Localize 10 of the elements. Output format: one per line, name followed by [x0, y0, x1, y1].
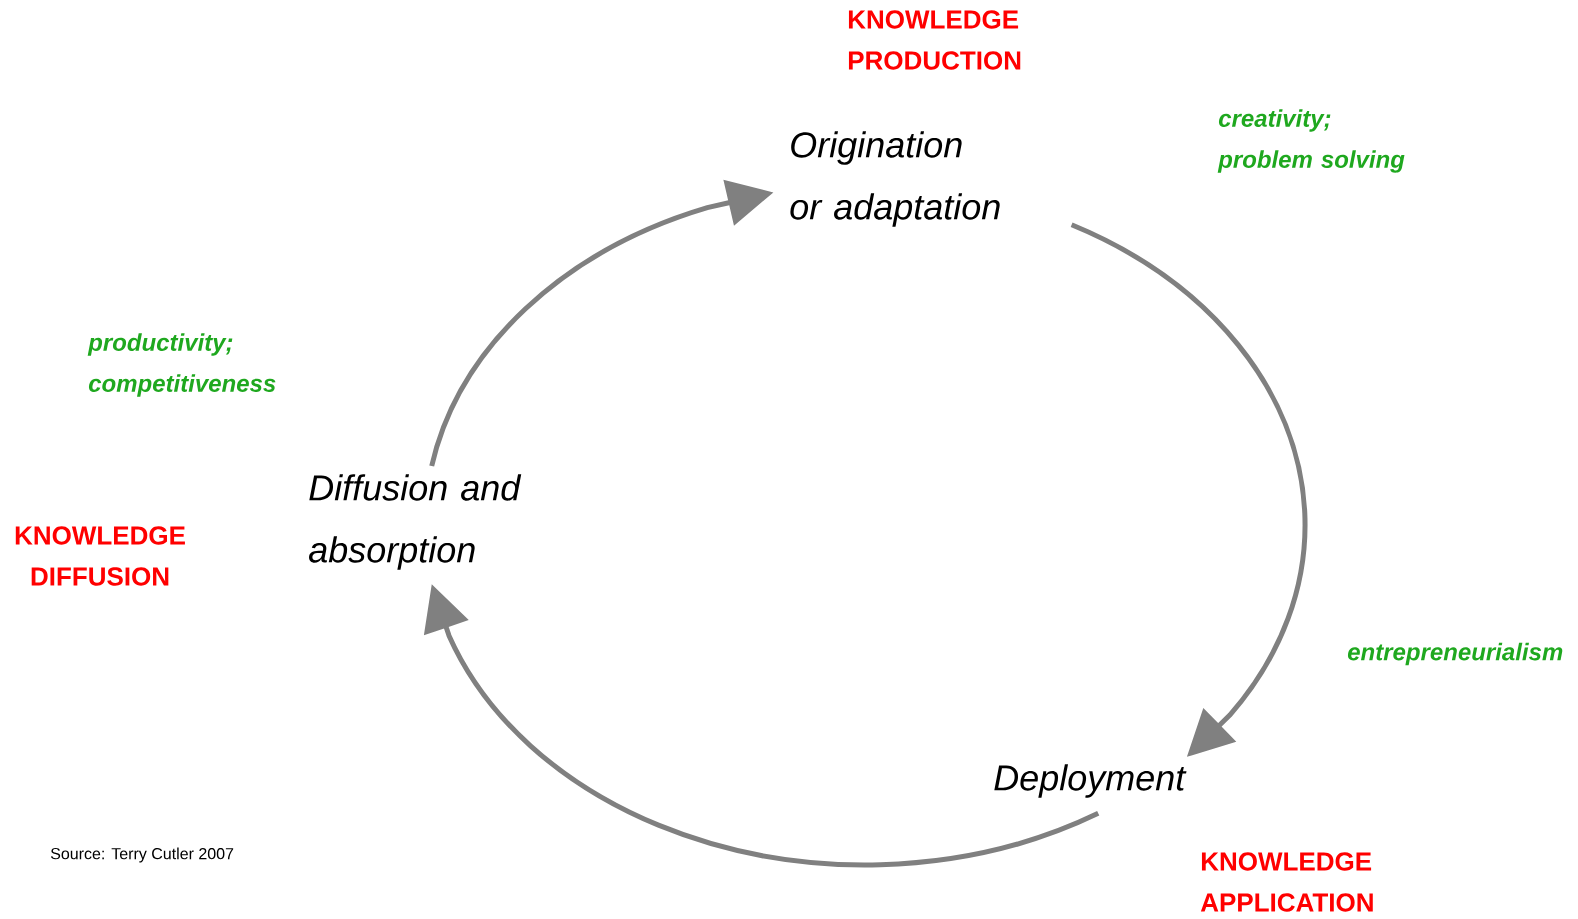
outcome-label: creativity; problem solving [1217, 109, 1405, 173]
category-label: KNOWLEDGE APPLICATION [1200, 852, 1373, 912]
outcome-label: productivity; competitiveness [87, 333, 276, 397]
outcome-label: entrepreneurialism [1347, 642, 1563, 666]
source-note: Source: Terry Cutler 2007 [50, 847, 234, 863]
category-label: KNOWLEDGE PRODUCTION [848, 10, 1021, 70]
stage-label: Diffusion and absorption [309, 474, 522, 570]
category-label: KNOWLEDGE DIFFUSION [15, 526, 185, 586]
stage-label: Deployment [994, 764, 1187, 798]
stage-label: Origination or adaptation [790, 131, 1000, 227]
